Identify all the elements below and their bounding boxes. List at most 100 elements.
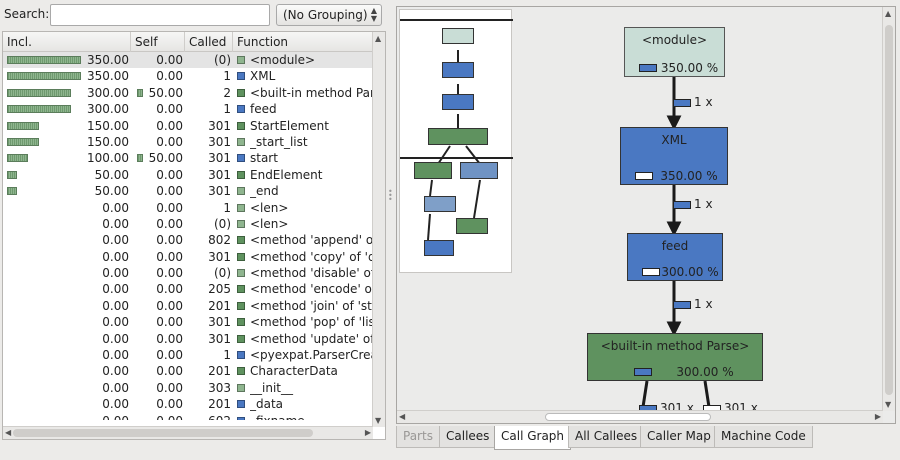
tab-caller-map[interactable]: Caller Map bbox=[640, 426, 718, 448]
incl-cost-bar bbox=[7, 187, 17, 196]
graph-node-parse[interactable]: <built-in method Parse> 300.00 % bbox=[587, 333, 763, 381]
scroll-thumb[interactable] bbox=[13, 429, 313, 437]
column-function[interactable]: Function bbox=[237, 35, 289, 49]
incl-value: 0.00 bbox=[102, 282, 129, 297]
list-vertical-scrollbar[interactable]: ▲ ▼ bbox=[372, 32, 385, 427]
view-tabs: Parts Callees Call Graph All Callees Cal… bbox=[396, 426, 896, 450]
graph-node-feed[interactable]: feed 300.00 % bbox=[627, 233, 723, 281]
edge-label[interactable]: 1 x bbox=[673, 95, 713, 109]
graph-node-xml[interactable]: XML 350.00 % bbox=[620, 127, 728, 185]
list-horizontal-scrollbar[interactable]: ◀ ▶ bbox=[3, 426, 373, 439]
incl-value: 0.00 bbox=[102, 331, 129, 346]
function-type-icon bbox=[237, 301, 245, 310]
function-name: <len> bbox=[250, 216, 289, 231]
call-graph-view[interactable]: <module> 350.00 % XML 350.00 % feed 300.… bbox=[396, 6, 896, 424]
tab-parts[interactable]: Parts bbox=[396, 426, 440, 448]
column-incl[interactable]: Incl. bbox=[3, 32, 131, 52]
incl-value: 350.00 bbox=[87, 53, 129, 67]
self-value: 0.00 bbox=[156, 118, 183, 133]
graph-vertical-scrollbar[interactable]: ▲ ▼ bbox=[882, 7, 895, 411]
search-input[interactable] bbox=[50, 4, 270, 26]
scroll-up-icon[interactable]: ▲ bbox=[375, 34, 382, 43]
function-type-icon bbox=[237, 170, 245, 179]
edge-label[interactable]: 1 x bbox=[673, 197, 713, 211]
self-value: 0.00 bbox=[156, 167, 183, 182]
function-name: start bbox=[250, 151, 278, 166]
scroll-down-icon[interactable]: ▼ bbox=[375, 416, 382, 425]
function-name: _fixname bbox=[250, 414, 373, 420]
incl-cost-bar bbox=[7, 56, 81, 64]
scroll-left-icon[interactable]: ◀ bbox=[399, 412, 406, 421]
self-value: 0.00 bbox=[156, 364, 183, 379]
scroll-right-icon[interactable]: ▶ bbox=[874, 412, 881, 421]
called-value: 802 bbox=[208, 233, 231, 248]
incl-value: 0.00 bbox=[102, 216, 129, 231]
graph-node-module[interactable]: <module> 350.00 % bbox=[624, 27, 725, 77]
graph-overview[interactable] bbox=[399, 9, 513, 273]
incl-cost-bar bbox=[7, 105, 71, 114]
self-value: 0.00 bbox=[156, 397, 183, 412]
node-cost-bar bbox=[634, 368, 652, 376]
incl-value: 0.00 bbox=[102, 364, 129, 379]
self-value: 0.00 bbox=[156, 315, 183, 330]
scroll-up-icon[interactable]: ▲ bbox=[885, 9, 892, 18]
self-value: 0.00 bbox=[156, 200, 183, 215]
search-label: Search: bbox=[4, 7, 50, 21]
called-value: 301 bbox=[208, 184, 231, 199]
scroll-thumb[interactable] bbox=[885, 25, 893, 395]
graph-horizontal-scrollbar[interactable]: ◀ ▶ bbox=[397, 410, 883, 423]
function-type-icon bbox=[237, 400, 245, 409]
function-type-icon bbox=[237, 137, 245, 146]
scroll-right-icon[interactable]: ▶ bbox=[364, 428, 371, 437]
tab-call-graph[interactable]: Call Graph bbox=[494, 426, 572, 450]
self-value: 0.00 bbox=[156, 184, 183, 199]
pane-splitter[interactable]: ••• bbox=[388, 187, 393, 204]
node-cost: 350.00 % bbox=[660, 61, 719, 75]
tab-callees[interactable]: Callees bbox=[439, 426, 497, 448]
table-row[interactable]: 0.000.00602_fixname bbox=[3, 413, 373, 420]
function-type-icon bbox=[237, 236, 245, 245]
tab-all-callees[interactable]: All Callees bbox=[568, 426, 645, 448]
self-value: 50.00 bbox=[148, 85, 183, 100]
grouping-select[interactable]: (No Grouping) ▲▼ bbox=[276, 4, 382, 26]
tab-machine-code[interactable]: Machine Code bbox=[714, 426, 813, 448]
scroll-left-icon[interactable]: ◀ bbox=[5, 428, 12, 437]
tab-label: Call Graph bbox=[501, 429, 565, 443]
column-header: Incl. Self Called Function bbox=[3, 32, 373, 52]
function-name: <method 'join' of 'str' bbox=[250, 298, 373, 313]
called-value: 1 bbox=[223, 348, 231, 363]
function-type-icon bbox=[237, 154, 245, 163]
incl-cost-bar bbox=[7, 88, 71, 97]
self-value: 0.00 bbox=[156, 331, 183, 346]
edge-label[interactable]: 1 x bbox=[673, 297, 713, 311]
column-self[interactable]: Self bbox=[131, 32, 185, 52]
function-name: <method 'append' of bbox=[250, 233, 373, 248]
called-value: (0) bbox=[214, 53, 231, 67]
scroll-down-icon[interactable]: ▼ bbox=[885, 400, 892, 409]
scroll-thumb[interactable] bbox=[545, 413, 711, 421]
column-called[interactable]: Called bbox=[185, 32, 233, 52]
